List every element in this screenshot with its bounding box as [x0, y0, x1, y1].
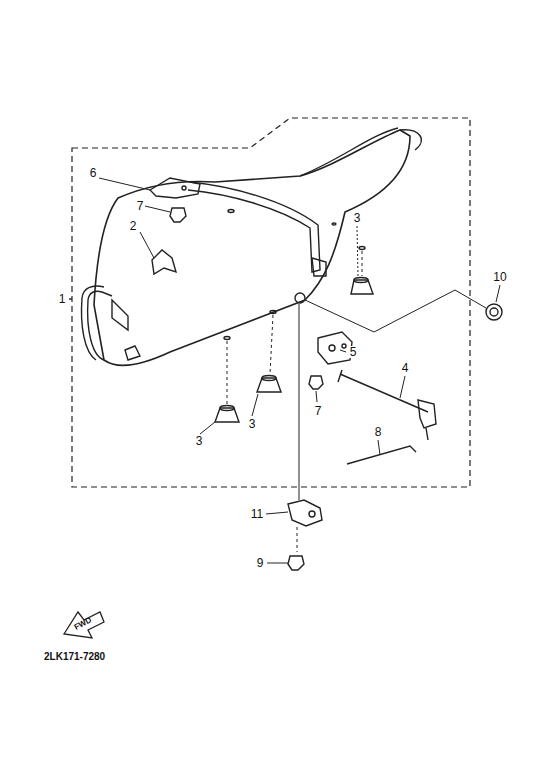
callout-number: 3: [195, 435, 204, 447]
callout-number: 9: [256, 557, 265, 569]
callout-number: 4: [401, 362, 410, 374]
callout-number: 7: [314, 405, 323, 417]
callout-number: 3: [248, 418, 257, 430]
callout-number: 11: [250, 508, 264, 520]
callout-number: 5: [349, 346, 358, 358]
direction-label: FWD: [72, 616, 94, 633]
fwd-arrow: [64, 612, 104, 638]
callout-number: 6: [89, 167, 98, 179]
callout-number: 2: [129, 220, 138, 232]
callout-number: 3: [353, 212, 362, 224]
callout-number: 7: [136, 200, 145, 212]
drawing-code: 2LK171-7280: [43, 652, 106, 662]
callout-number: 8: [374, 426, 383, 438]
callout-number: 1: [58, 293, 67, 305]
callout-number: 10: [492, 271, 507, 283]
